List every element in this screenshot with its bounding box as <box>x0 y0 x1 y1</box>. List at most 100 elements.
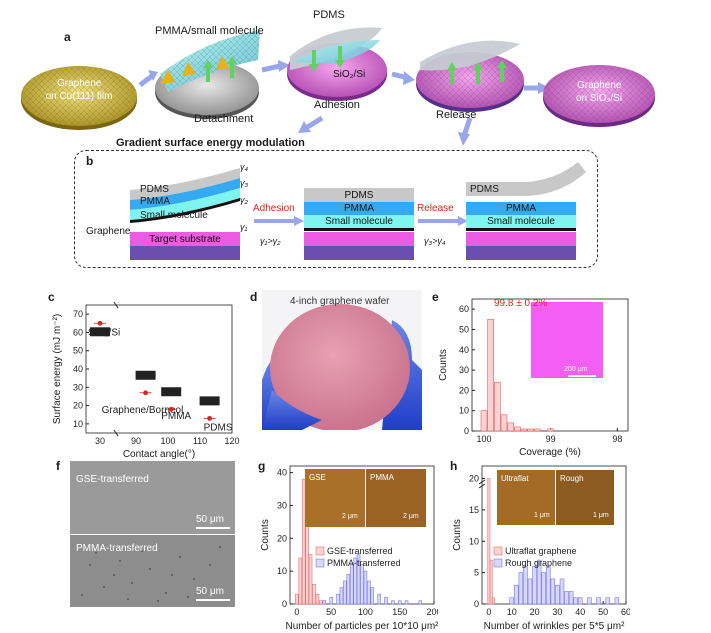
step2-sub: SiO₂/Si <box>333 69 366 80</box>
histogram-bar <box>377 593 381 605</box>
wafer2-line1: Graphene <box>577 80 622 91</box>
x-tick-label: 200 <box>426 607 438 617</box>
legend-label: Rough graphene <box>505 558 572 568</box>
step2-label: PDMS <box>313 9 345 21</box>
histogram-bar <box>534 428 541 432</box>
graphene-label: Graphene <box>86 226 131 237</box>
y-tick-label: 0 <box>474 599 479 609</box>
droplet-photo <box>90 327 110 337</box>
x-tick-label: 150 <box>392 607 407 617</box>
y-tick-label: 70 <box>73 309 83 319</box>
histogram-bar <box>404 600 409 605</box>
histogram-bar <box>336 593 340 605</box>
ultraflat-afm-scale: 1 μm <box>534 512 550 519</box>
histogram-bar <box>514 584 519 605</box>
histogram-bar <box>614 597 620 605</box>
step2-caption: Adhesion <box>314 99 360 111</box>
data-point <box>97 320 103 326</box>
y-tick-label: 40 <box>277 468 287 478</box>
x-tick-label: 110 <box>193 436 207 446</box>
y-tick-label: 15 <box>469 505 479 515</box>
histogram-bar <box>349 564 354 605</box>
gamma2: γ₂ <box>240 195 248 205</box>
x-tick-label: 120 <box>224 436 239 446</box>
gse-label: GSE-transferred <box>76 474 149 485</box>
rough-afm-label: Rough <box>560 474 584 483</box>
pmma-micrograph <box>70 535 235 607</box>
y-tick-label: 20 <box>469 474 479 484</box>
panel-h-letter: h <box>450 459 458 473</box>
panel-a-letter: a <box>64 30 71 44</box>
histogram-bar <box>527 578 533 605</box>
y-tick-label: 60 <box>459 304 469 314</box>
histogram-bar <box>518 572 524 605</box>
histogram-bar <box>573 597 578 605</box>
gse-afm-scale: 2 μm <box>342 513 358 520</box>
histogram-bar <box>532 566 537 605</box>
x-axis-label: Number of wrinkles per 5*5 μm² <box>484 621 625 632</box>
histogram-bar <box>527 428 534 432</box>
histogram-bar <box>559 578 565 605</box>
gse-scalebar-line <box>196 527 230 529</box>
histogram-bar <box>564 591 569 605</box>
panel-e-letter: e <box>432 290 439 304</box>
axis-break <box>478 483 486 489</box>
adhesion-arrow <box>254 216 304 226</box>
x-tick-label: 100 <box>160 436 175 446</box>
histogram-bar <box>315 593 320 605</box>
stack3-peeled-pdms <box>466 162 586 196</box>
legend-label: Ultraflat graphene <box>505 546 577 556</box>
y-tick-label: 50 <box>73 346 83 356</box>
wafer-photo <box>262 290 422 430</box>
panel-f-letter: f <box>56 459 60 473</box>
y-tick-label: 40 <box>73 364 83 374</box>
x-tick-label: 0 <box>486 607 491 617</box>
stack2-pdms: PDMS <box>304 188 414 202</box>
y-tick-label: 20 <box>459 385 469 395</box>
wafer2-line2: on SiO₂/Si <box>575 93 623 104</box>
x-tick-label: 50 <box>326 607 336 617</box>
panel-c-letter: c <box>48 290 55 304</box>
histogram-bar <box>514 426 521 432</box>
panel-b-letter: b <box>86 154 94 168</box>
coverage-scalebar-line <box>568 375 596 377</box>
y-tick-label: 30 <box>459 365 469 375</box>
histogram-bar <box>555 584 560 605</box>
histogram-bar <box>397 600 402 605</box>
legend-swatch <box>493 558 503 568</box>
coverage-scalebar: 200 μm <box>564 366 588 373</box>
step1-caption: Detachment <box>194 113 254 125</box>
data-point <box>143 390 148 396</box>
histogram-bar <box>487 319 494 432</box>
x-tick-label: 99 <box>546 434 556 444</box>
x-axis-label: Number of particles per 10*10 μm² <box>285 621 438 632</box>
histogram-bar <box>384 597 388 605</box>
stack3-graphene <box>466 228 576 231</box>
section-title: Gradient surface energy modulation <box>116 137 305 149</box>
y-tick-label: 5 <box>474 568 479 578</box>
wafer1-line2: on Cu(111) film <box>45 91 113 102</box>
gse-micrograph <box>70 461 235 534</box>
y-axis-label: Counts <box>438 349 449 381</box>
ultraflat-afm-label: Ultraflat <box>501 474 529 483</box>
y-tick-label: 10 <box>277 566 287 576</box>
histogram-bar <box>343 580 347 605</box>
stack1-si <box>130 246 240 260</box>
panel-d-letter: d <box>250 290 258 304</box>
stack1-pdms: PDMS <box>140 184 169 195</box>
cond2: γ₃>γ₄ <box>424 236 446 246</box>
histogram-bar <box>353 557 357 605</box>
x-tick-label: 90 <box>131 436 141 446</box>
x-tick-label: 98 <box>612 434 622 444</box>
histogram-bar <box>596 597 601 605</box>
x-tick-label: 50 <box>598 607 608 617</box>
legend-swatch <box>493 546 503 556</box>
histogram-bar <box>546 566 551 605</box>
histogram-bar <box>356 554 361 605</box>
histogram-bar <box>520 428 528 432</box>
point-label: PDMS <box>204 422 233 433</box>
histogram-bar <box>370 587 375 605</box>
stack3-pdms: PDMS <box>470 184 499 195</box>
